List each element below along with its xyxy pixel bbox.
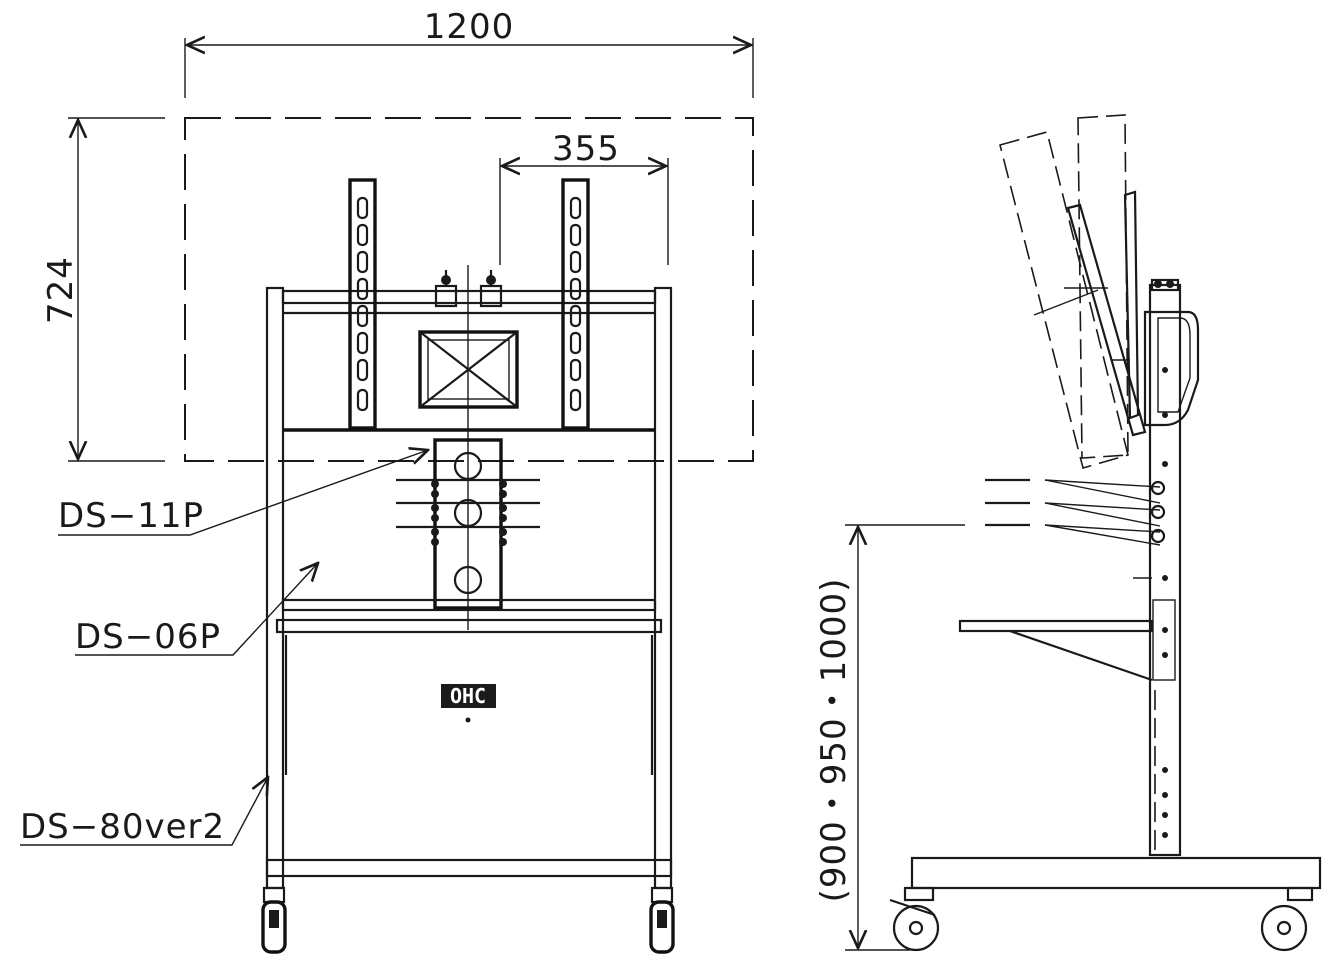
top-crossbar <box>281 289 657 305</box>
side-shelf <box>958 619 1154 633</box>
arm-positions <box>985 478 1166 546</box>
display-outline <box>184 117 754 462</box>
width-dimension: 1200 <box>184 7 754 98</box>
callout-stand: DS−80ver2 <box>20 807 225 847</box>
side-view: (900・950・1000) <box>814 114 1322 952</box>
vesa-label: 355 <box>552 129 620 169</box>
height-label: 724 <box>41 256 81 324</box>
height-range-label: (900・950・1000) <box>814 578 854 903</box>
callout-leaders <box>20 450 428 846</box>
height-range-dimension: (900・950・1000) <box>814 524 965 951</box>
lower-panel <box>282 631 656 861</box>
left-upright <box>265 286 285 890</box>
logo-text: OHC <box>450 684 486 708</box>
callout-top-plate: DS−11P <box>58 496 204 536</box>
center-plate <box>418 265 519 630</box>
side-column <box>1148 283 1182 857</box>
front-view: 1200 724 355 <box>20 7 754 954</box>
center-column <box>396 438 540 610</box>
tilt-positions <box>999 114 1129 469</box>
right-upright <box>653 286 673 890</box>
brand-logo: OHC <box>441 684 496 723</box>
vesa-dimension: 355 <box>499 129 669 265</box>
front-casters <box>261 886 675 954</box>
callout-shelf: DS−06P <box>75 617 221 657</box>
tilt-bracket <box>1143 310 1200 427</box>
width-label: 1200 <box>424 7 515 47</box>
side-base <box>910 856 1322 890</box>
front-shelf <box>275 618 663 634</box>
height-dimension: 724 <box>41 117 165 462</box>
side-casters <box>889 886 1314 952</box>
bottom-crossbar <box>265 858 673 878</box>
vesa-arms <box>348 178 590 430</box>
